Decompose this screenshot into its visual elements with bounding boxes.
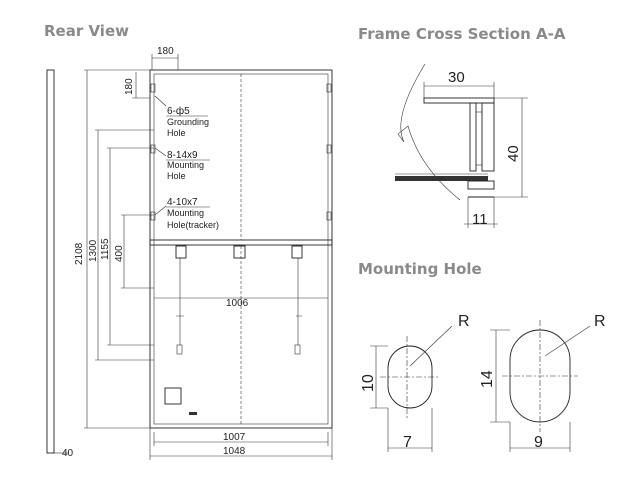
frame-dim-11: 11 — [472, 211, 488, 228]
dim-1007: 1007 — [223, 432, 246, 443]
dim-2108: 2108 — [74, 242, 85, 265]
frame-dim-40: 40 — [505, 145, 522, 162]
frame-cross-section: 30 40 11 — [395, 63, 528, 228]
tracker-hole-spec: 4-10x7 — [167, 197, 198, 208]
large-hole-height: 14 — [479, 370, 496, 388]
dim-1006: 1006 — [226, 298, 249, 309]
large-hole-width: 9 — [534, 434, 543, 451]
barcode-mark — [189, 412, 197, 415]
mounting-hole-label-2: Hole — [167, 171, 186, 181]
glass-laminate — [395, 176, 488, 181]
tracker-hole-label-2: Hole(tracker) — [167, 220, 219, 230]
dim-top-180: 180 — [157, 46, 174, 57]
small-hole-radius: R — [458, 313, 470, 330]
mounting-hole-small: R 10 7 — [360, 313, 470, 452]
grounding-hole-label-2: Hole — [167, 128, 186, 138]
dim-1155: 1155 — [100, 238, 111, 260]
dim-400: 400 — [114, 245, 125, 262]
junction-box-right — [291, 245, 303, 259]
rear-view-heading: Rear View — [44, 22, 129, 40]
frame-dim-30: 30 — [448, 69, 465, 86]
rear-view-drawing: 40 180 180 2108 — [46, 46, 333, 460]
grounding-hole-spec: 6-ф5 — [167, 105, 190, 117]
junction-box-center — [233, 245, 246, 259]
frame-top-flange — [423, 97, 495, 104]
mounting-hole-label-1: Mounting — [167, 160, 204, 170]
dim-1300: 1300 — [88, 239, 99, 262]
frame-section-heading: Frame Cross Section A-A — [358, 25, 566, 43]
mounting-hole-large: R 14 9 — [479, 313, 606, 452]
mounting-hole-heading: Mounting Hole — [358, 260, 482, 278]
frame-crossbar — [149, 239, 333, 246]
small-hole-height: 10 — [360, 374, 377, 392]
dim-1048: 1048 — [223, 446, 246, 457]
large-hole-radius: R — [594, 313, 606, 330]
junction-box-left — [175, 245, 187, 259]
mounting-hole-spec: 8-14x9 — [167, 150, 198, 161]
dim-side-180: 180 — [124, 78, 135, 95]
frame-web — [469, 102, 477, 172]
label-plate — [164, 387, 182, 405]
tracker-hole-label-1: Mounting — [167, 208, 204, 218]
panel-frame-outer — [149, 69, 333, 429]
grounding-hole-label-1: Grounding — [167, 117, 209, 127]
frame-bottom-flange — [467, 180, 495, 190]
dim-40-side: 40 — [62, 448, 74, 459]
small-hole-width: 7 — [403, 434, 412, 451]
side-profile — [46, 69, 55, 454]
